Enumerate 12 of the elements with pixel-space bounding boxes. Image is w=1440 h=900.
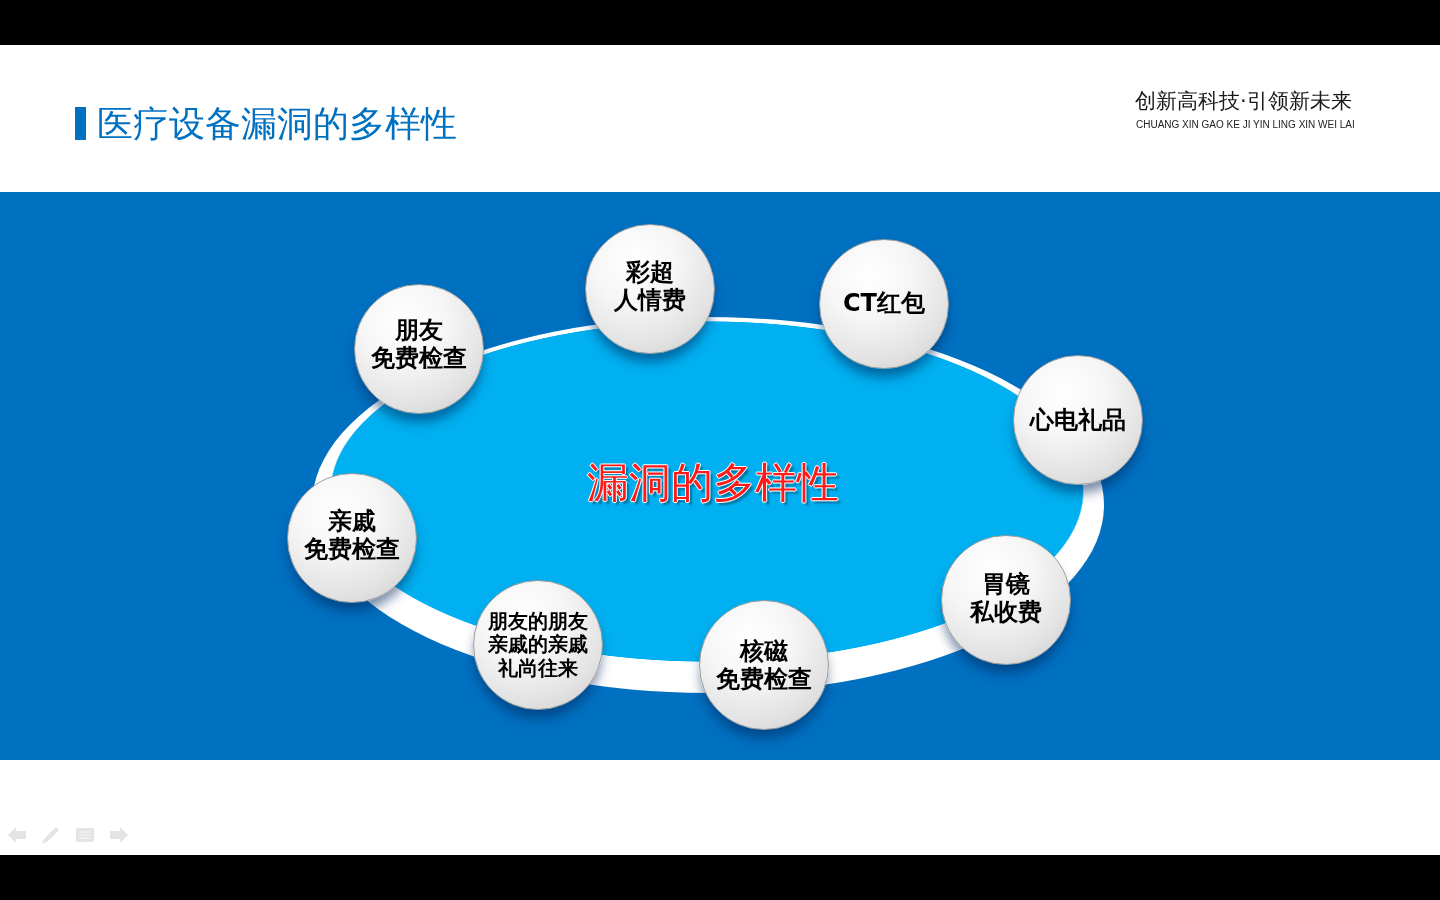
node-text: 朋友免费检查 [371,315,467,373]
slogan-text: 创新高科技·引领新未来 [1135,89,1352,114]
node-text: 亲戚免费检查 [304,506,400,564]
slide-title: 医疗设备漏洞的多样性 [97,104,457,144]
node-text: 胃镜私收费 [970,569,1042,627]
center-title: 漏洞的多样性 [587,459,839,507]
node-text: CT红包 [843,288,925,318]
slogan-pinyin: CHUANG XIN GAO KE JI YIN LING XIN WEI LAI [1136,119,1355,131]
node-text: 核磁免费检查 [716,636,812,694]
node-text: 朋友的朋友亲戚的亲戚礼尚往来 [488,609,588,681]
node-text: 心电礼品 [1030,405,1126,435]
node-text: 彩超人情费 [614,257,686,315]
